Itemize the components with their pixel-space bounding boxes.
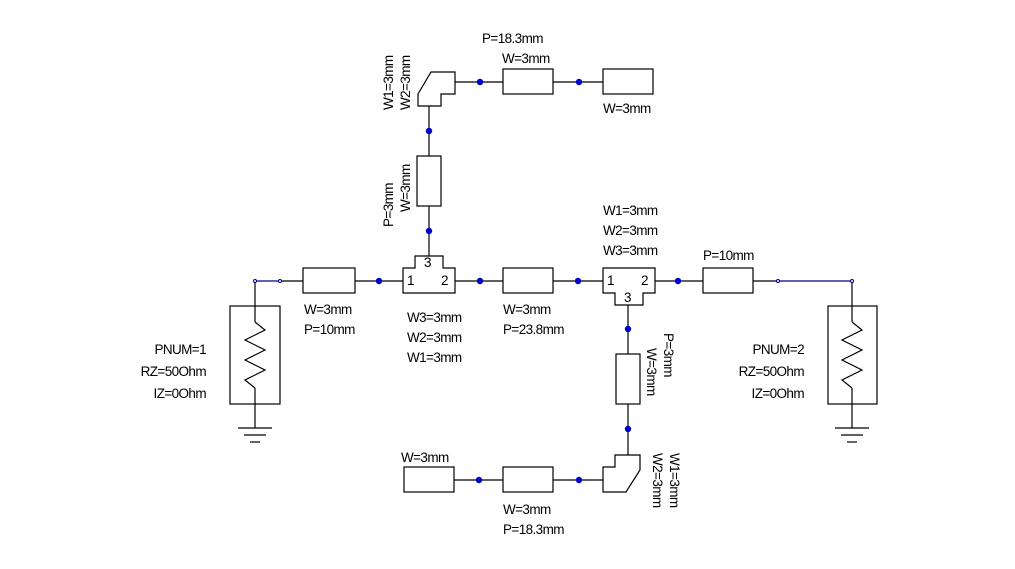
tl-stub-down-symbol[interactable] <box>615 353 641 405</box>
tl-mid-label-w: W=3mm <box>503 302 551 317</box>
tl-left-symbol[interactable] <box>302 267 356 294</box>
tee-left-label-w3: W3=3mm <box>407 310 462 325</box>
port1-symbol[interactable] <box>229 281 281 443</box>
port2-symbol[interactable] <box>827 281 878 443</box>
open-bottom-symbol[interactable] <box>403 466 455 493</box>
node <box>575 78 583 86</box>
tl-top-symbol[interactable] <box>502 68 554 95</box>
node <box>476 78 484 86</box>
wire-end-node <box>278 279 282 283</box>
bend-down-symbol[interactable] <box>602 454 641 493</box>
tee-left-label-w2: W2=3mm <box>407 330 462 345</box>
tee-left-label-w1: W1=3mm <box>407 350 462 365</box>
tl-left-label-p: P=10mm <box>304 322 355 337</box>
node <box>475 476 483 484</box>
bend-up-label-w2: W2=3mm <box>398 55 413 110</box>
bend-up-label-w1: W1=3mm <box>381 55 396 110</box>
port2-label-rz: RZ=50Ohm <box>738 364 805 379</box>
tl-stub-up-label-p: P=3mm <box>381 183 396 227</box>
nodes <box>375 78 682 484</box>
tee-right-label-w3: W3=3mm <box>603 243 658 258</box>
tl-stub-down-label-p: P=3mm <box>661 333 676 377</box>
node <box>425 227 433 235</box>
tl-left-label-w: W=3mm <box>304 302 352 317</box>
node <box>574 277 582 285</box>
tee-right-label-w2: W2=3mm <box>603 223 658 238</box>
tee-left-pin-1: 1 <box>407 273 415 288</box>
bend-down-label-w2: W2=3mm <box>650 453 665 508</box>
node <box>425 127 433 135</box>
tl-right-label-p: P=10mm <box>703 248 754 263</box>
node <box>624 325 632 333</box>
tee-left-pin-2: 2 <box>441 273 449 288</box>
tl-top-label-w: W=3mm <box>502 51 550 66</box>
tee-right-pin-1: 1 <box>607 273 615 288</box>
wire-end-node <box>253 279 257 283</box>
tl-stub-up-symbol[interactable] <box>416 155 442 207</box>
open-top-label-w: W=3mm <box>603 101 651 116</box>
tl-mid-symbol[interactable] <box>502 267 554 294</box>
port1-label-pnum: PNUM=1 <box>154 342 206 357</box>
node <box>375 277 383 285</box>
tl-stub-down-label-w: W=3mm <box>644 348 659 396</box>
node <box>575 476 583 484</box>
node <box>624 425 632 433</box>
node <box>674 277 682 285</box>
wire-end-node <box>850 279 854 283</box>
open-bottom-label-w: W=3mm <box>401 450 449 465</box>
tee-right-symbol[interactable] <box>602 267 656 306</box>
bend-down-label-w1: W1=3mm <box>667 453 682 508</box>
tee-left-pin-3: 3 <box>424 255 432 270</box>
tl-top-label-p: P=18.3mm <box>482 31 543 46</box>
node <box>476 277 484 285</box>
port2-label-pnum: PNUM=2 <box>752 342 804 357</box>
open-top-symbol[interactable] <box>602 68 654 95</box>
tl-mid-label-p: P=23.8mm <box>503 322 564 337</box>
port1-label-rz: RZ=50Ohm <box>140 364 207 379</box>
tl-bottom-label-w: W=3mm <box>503 502 551 517</box>
tl-bottom-symbol[interactable] <box>502 466 554 493</box>
tee-right-pin-3: 3 <box>624 290 632 305</box>
tee-right-label-w1: W1=3mm <box>603 203 658 218</box>
port1-label-iz: IZ=0Ohm <box>153 386 207 401</box>
port2-label-iz: IZ=0Ohm <box>751 386 805 401</box>
bend-up-symbol[interactable] <box>417 71 456 107</box>
tl-stub-up-label-w: W=3mm <box>398 164 413 212</box>
tl-bottom-label-p: P=18.3mm <box>503 522 564 537</box>
tee-right-pin-2: 2 <box>641 273 649 288</box>
wire-end-node <box>776 279 780 283</box>
tee-left-symbol[interactable] <box>402 255 456 294</box>
tl-right-symbol[interactable] <box>702 267 754 294</box>
